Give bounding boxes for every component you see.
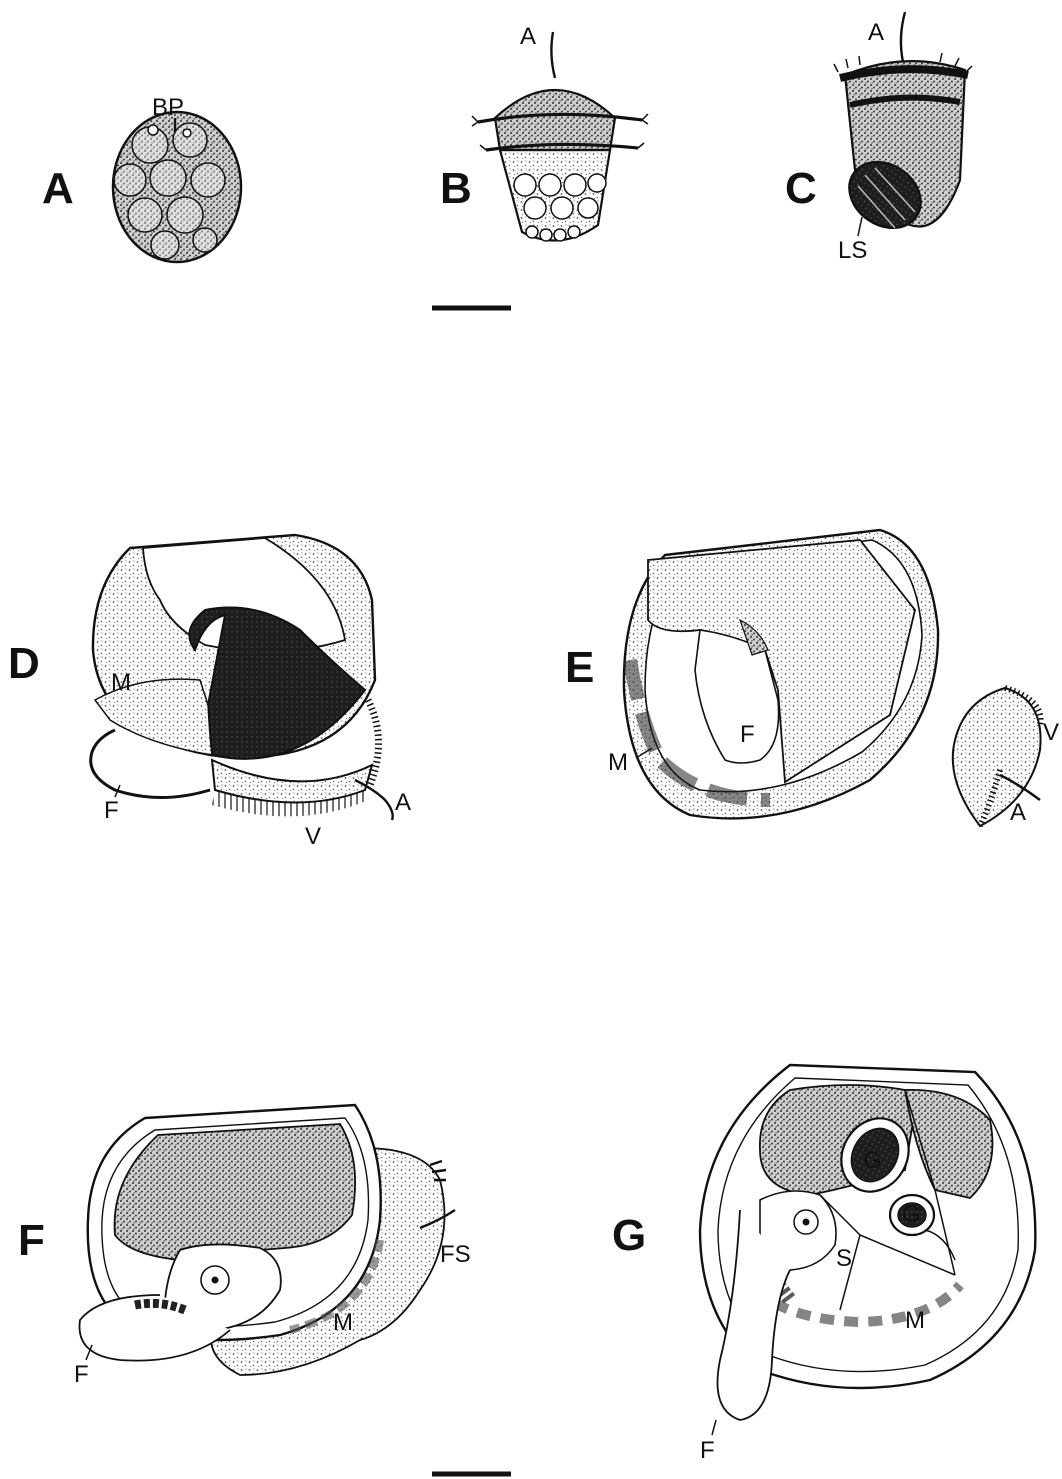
label-m-d: M (111, 669, 131, 696)
statolith-g (803, 1219, 810, 1226)
polar-body-2 (183, 129, 191, 137)
ls-leader (858, 217, 862, 236)
panel-letter-d: D (8, 639, 40, 688)
label-v-d: V (305, 823, 321, 850)
label-m-f: M (333, 1309, 353, 1336)
cells-b (514, 174, 606, 241)
visceral-mass-f (115, 1124, 356, 1260)
label-m-e: M (608, 749, 628, 776)
label-g2: G (902, 1201, 921, 1228)
panel-c: C A LS (785, 12, 972, 264)
label-f-f: F (74, 1361, 89, 1388)
statolith-f (212, 1277, 219, 1284)
label-v-e: V (1043, 719, 1059, 746)
panel-d: D M F A V (8, 535, 411, 850)
panel-f: F F M FS (18, 1105, 471, 1388)
label-g1: G (863, 1147, 882, 1174)
panel-letter-c: C (785, 164, 817, 213)
label-bp: BP (152, 94, 184, 121)
apical-tuft-c (901, 12, 905, 62)
f-leader-g (712, 1420, 716, 1435)
panel-letter-f: F (18, 1216, 45, 1265)
label-m-g: M (905, 1307, 925, 1334)
label-f-g: F (700, 1437, 715, 1464)
episphere-b (495, 90, 615, 150)
panel-letter-b: B (440, 164, 472, 213)
panel-letter-g: G (612, 1211, 646, 1260)
polar-body-1 (148, 125, 158, 135)
panel-b: B A (440, 23, 648, 241)
label-f-d: F (104, 797, 119, 824)
apical-tuft-b (551, 32, 555, 78)
panel-letter-a: A (42, 164, 74, 213)
label-a-b: A (520, 23, 536, 50)
label-a-e: A (1010, 799, 1026, 826)
panel-a: A BP (42, 94, 241, 262)
label-a-d: A (395, 789, 411, 816)
panel-letter-e: E (565, 643, 594, 692)
label-a-c: A (868, 19, 884, 46)
velum-d (212, 760, 372, 803)
label-f-e: F (740, 721, 755, 748)
label-s-g: S (836, 1245, 852, 1272)
label-ls: LS (838, 237, 867, 264)
velum-e (953, 688, 1041, 826)
panel-e: E M F V A (565, 530, 1059, 826)
label-fs: FS (440, 1241, 471, 1268)
panel-g: G G G S M F (612, 1065, 1035, 1464)
